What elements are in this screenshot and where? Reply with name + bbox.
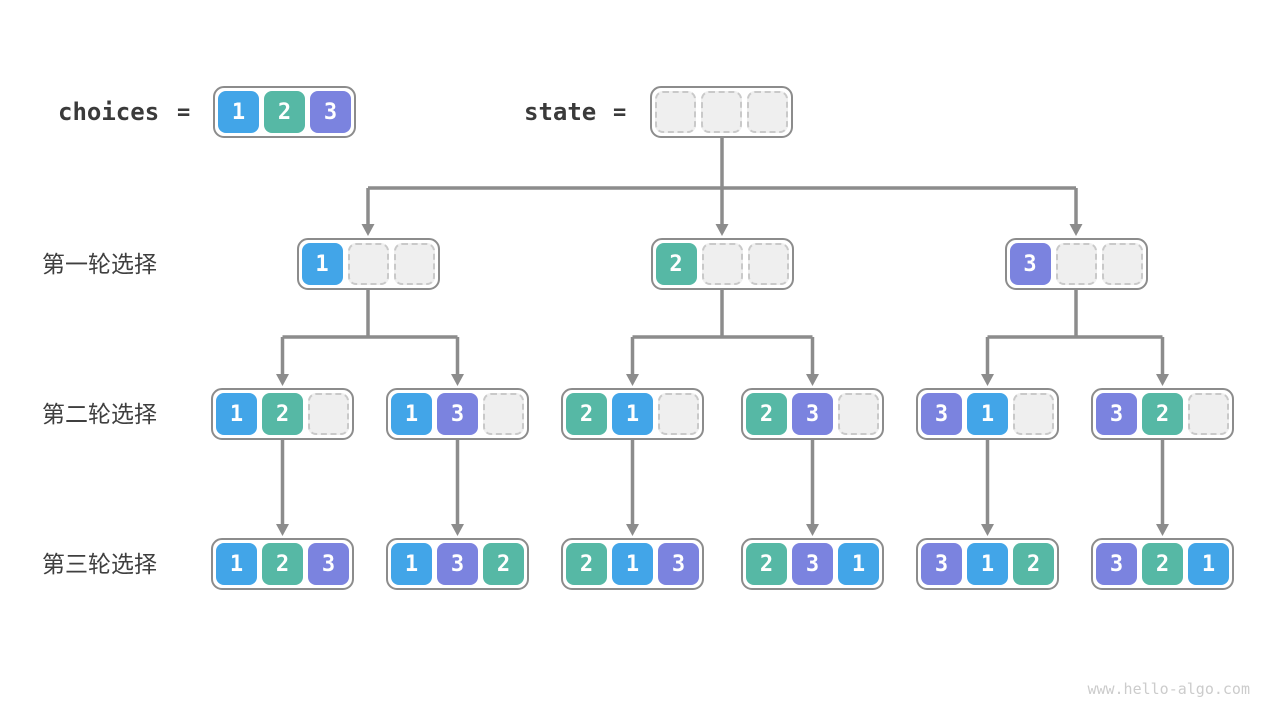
value-cell: 1 xyxy=(612,543,653,585)
empty-cell xyxy=(838,393,879,435)
value-cell: 3 xyxy=(792,543,833,585)
arrowhead-icon xyxy=(806,374,819,386)
arrowhead-icon xyxy=(451,524,464,536)
value-cell: 1 xyxy=(301,243,343,285)
value-cell: 2 xyxy=(1142,543,1183,585)
empty-cell xyxy=(308,393,349,435)
arrowhead-icon xyxy=(715,224,729,236)
value-cell: 2 xyxy=(1142,393,1183,435)
value-cell: 2 xyxy=(262,543,303,585)
state-array-slot xyxy=(650,86,793,138)
arrowhead-icon xyxy=(806,524,819,536)
arrowhead-icon xyxy=(276,374,289,386)
empty-cell xyxy=(483,393,524,435)
empty-cell xyxy=(701,91,742,133)
value-cell: 2 xyxy=(746,543,787,585)
arrowhead-icon xyxy=(1069,224,1083,236)
empty-cell xyxy=(655,91,696,133)
value-cell: 1 xyxy=(838,543,879,585)
round-2-label: 第二轮选择 xyxy=(42,401,157,427)
arrowhead-icon xyxy=(626,524,639,536)
choices-equals-sign: = xyxy=(177,100,191,125)
value-cell: 1 xyxy=(967,543,1008,585)
arrowhead-icon xyxy=(981,374,994,386)
value-cell: 1 xyxy=(1188,543,1229,585)
value-cell: 1 xyxy=(216,393,257,435)
value-cell: 2 xyxy=(566,543,607,585)
empty-cell xyxy=(747,243,789,285)
state-array xyxy=(650,86,793,138)
arrowhead-icon xyxy=(981,524,994,536)
value-cell: 1 xyxy=(218,91,259,133)
value-cell: 1 xyxy=(391,543,432,585)
round-3-label: 第三轮选择 xyxy=(42,551,157,577)
empty-cell xyxy=(701,243,743,285)
value-cell: 1 xyxy=(391,393,432,435)
empty-cell xyxy=(747,91,788,133)
value-cell: 2 xyxy=(746,393,787,435)
state-box: 1 xyxy=(296,238,440,290)
value-cell: 1 xyxy=(216,543,257,585)
value-cell: 2 xyxy=(264,91,305,133)
empty-cell xyxy=(1013,393,1054,435)
empty-cell xyxy=(347,243,389,285)
arrowhead-icon xyxy=(276,524,289,536)
value-cell: 3 xyxy=(921,543,962,585)
state-label: state xyxy=(524,98,597,126)
state-equals-sign: = xyxy=(613,100,627,125)
round-1-label: 第一轮选择 xyxy=(42,251,157,277)
value-cell: 2 xyxy=(566,393,607,435)
value-cell: 3 xyxy=(310,91,351,133)
value-cell: 1 xyxy=(967,393,1008,435)
empty-cell xyxy=(393,243,435,285)
state-box: 3 xyxy=(1004,238,1148,290)
arrowhead-icon xyxy=(451,374,464,386)
site-watermark: www.hello-algo.com xyxy=(1087,680,1250,698)
empty-cell xyxy=(1055,243,1097,285)
value-cell: 3 xyxy=(437,393,478,435)
arrowhead-icon xyxy=(1156,524,1169,536)
empty-cell xyxy=(658,393,699,435)
value-cell: 3 xyxy=(1096,543,1137,585)
arrowhead-icon xyxy=(626,374,639,386)
value-cell: 3 xyxy=(658,543,699,585)
value-cell: 1 xyxy=(612,393,653,435)
value-cell: 2 xyxy=(1013,543,1054,585)
value-cell: 2 xyxy=(483,543,524,585)
value-cell: 3 xyxy=(1009,243,1051,285)
state-box: 2 xyxy=(650,238,794,290)
arrowhead-icon xyxy=(361,224,375,236)
empty-cell xyxy=(1101,243,1143,285)
arrowhead-icon xyxy=(1156,374,1169,386)
choices-label: choices xyxy=(58,98,160,126)
value-cell: 3 xyxy=(921,393,962,435)
empty-cell xyxy=(1188,393,1229,435)
value-cell: 2 xyxy=(262,393,303,435)
value-cell: 3 xyxy=(792,393,833,435)
value-cell: 3 xyxy=(308,543,349,585)
value-cell: 2 xyxy=(655,243,697,285)
value-cell: 3 xyxy=(1096,393,1137,435)
value-cell: 3 xyxy=(437,543,478,585)
